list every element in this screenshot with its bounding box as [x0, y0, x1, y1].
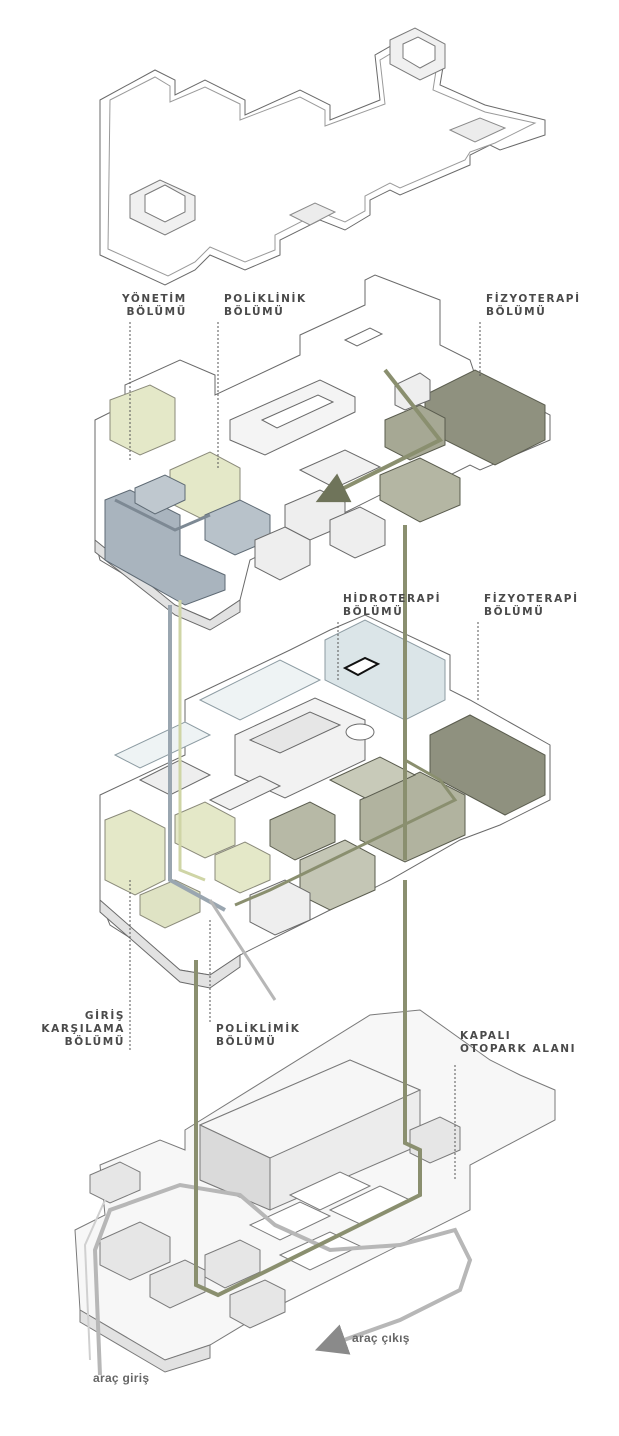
vehicle-routes	[83, 1182, 473, 1376]
roof-stair-core-2	[389, 27, 446, 81]
label-giris: GİRİŞ KARŞILAMA BÖLÜMÜ	[37, 1010, 125, 1049]
label-giris-line1: GİRİŞ	[84, 1010, 125, 1022]
roof-inner-outline	[107, 41, 537, 277]
upper-floor-level	[94, 274, 551, 631]
label-fizyoterapi-mid-line2: BÖLÜMÜ	[484, 606, 545, 618]
blue-vertical	[168, 605, 226, 912]
label-hidroterapi-line2: BÖLÜMÜ	[343, 606, 404, 618]
gray-vertical	[208, 899, 277, 1001]
label-yonetim-line1: YÖNETİM	[122, 293, 187, 305]
label-hidroterapi: HİDROTERAPİ BÖLÜMÜ	[343, 593, 441, 619]
label-giris-line2: KARŞILAMA	[41, 1023, 125, 1035]
label-poliklinik-mid-line2: BÖLÜMÜ	[216, 1036, 277, 1048]
roof-level	[99, 27, 546, 286]
label-otopark-line2: OTOPARK ALANI	[460, 1043, 577, 1055]
olive-vertical-left	[194, 880, 422, 1298]
yellow-vertical	[178, 600, 206, 882]
label-otopark-line1: KAPALI	[460, 1030, 512, 1042]
label-poliklinik-mid: POLİKLİMİK BÖLÜMÜ	[216, 1023, 300, 1049]
vertical-circulation	[114, 368, 458, 1298]
leader-lines	[129, 322, 481, 1180]
label-fizyoterapi-top: FİZYOTERAPİ BÖLÜMÜ	[486, 293, 581, 319]
label-poliklinik-top-line1: POLİKLİNİK	[224, 293, 307, 305]
label-poliklinik-top: POLİKLİNİK BÖLÜMÜ	[224, 293, 307, 319]
label-poliklinik-top-line2: BÖLÜMÜ	[224, 306, 285, 318]
label-hidroterapi-line1: HİDROTERAPİ	[343, 593, 442, 605]
label-fizyoterapi-mid-line1: FİZYOTERAPİ	[484, 593, 579, 605]
hidroterapi-zone	[324, 619, 446, 721]
label-yonetim: YÖNETİM BÖLÜMÜ	[122, 293, 187, 319]
olive-upper-arrow	[315, 368, 444, 503]
roof-outline	[99, 34, 546, 286]
olive-mid-route	[234, 758, 458, 907]
blue-upper-route	[114, 498, 211, 532]
yonetim-zone	[109, 384, 176, 456]
arac-giris-route	[92, 1182, 473, 1376]
label-poliklinik-mid-line1: POLİKLİMİK	[216, 1023, 301, 1035]
ground-floor-level	[99, 614, 551, 989]
basement-slab-edge	[79, 1309, 211, 1373]
upper-floor-slab-edge	[94, 538, 241, 631]
ground-floor-slab-edge	[99, 898, 241, 989]
basement-level	[74, 1009, 556, 1373]
label-giris-line3: BÖLÜMÜ	[64, 1036, 125, 1048]
courtyard-pool	[260, 394, 335, 429]
label-arac-giris: araç giriş	[93, 1371, 150, 1385]
label-otopark: KAPALI OTOPARK ALANI	[460, 1030, 576, 1056]
label-fizyoterapi-top-line2: BÖLÜMÜ	[486, 306, 547, 318]
label-arac-cikis: araç çıkış	[352, 1331, 410, 1345]
roof-stair-core	[129, 179, 196, 236]
giris-zone	[104, 809, 166, 896]
label-fizyoterapi-top-line1: FİZYOTERAPİ	[486, 293, 581, 305]
label-yonetim-line2: BÖLÜMÜ	[126, 306, 187, 318]
label-fizyoterapi-mid: FİZYOTERAPİ BÖLÜMÜ	[484, 593, 579, 619]
